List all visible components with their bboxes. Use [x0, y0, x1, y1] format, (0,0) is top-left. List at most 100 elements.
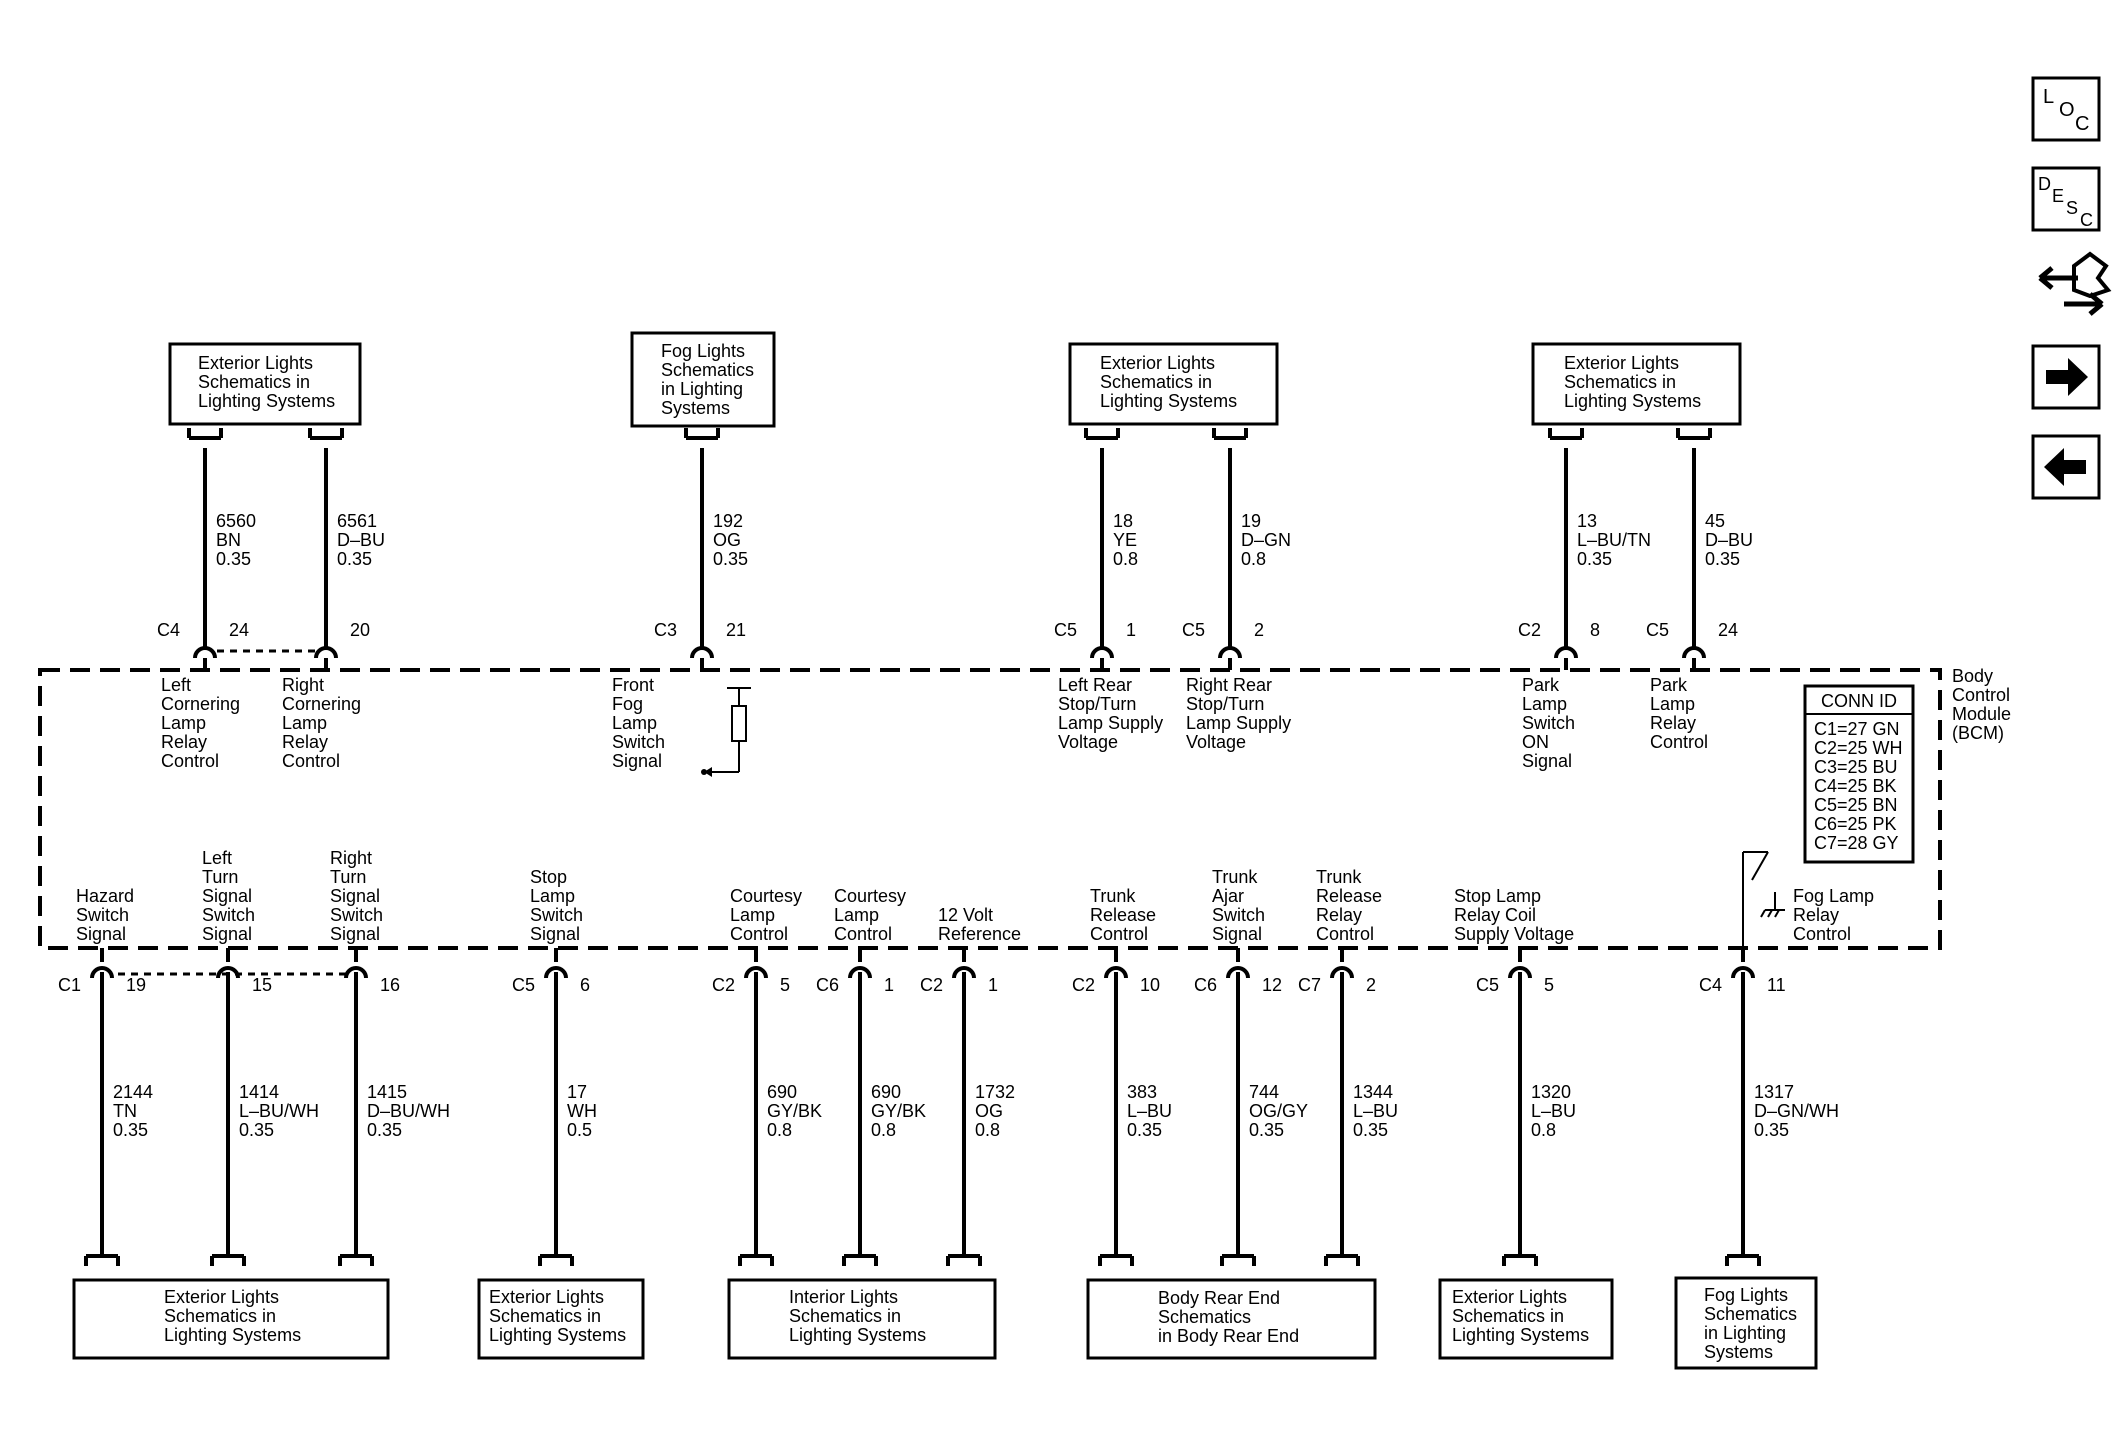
circuit-function: Left — [202, 848, 232, 868]
top-wire-circuit[interactable]: 6561D–BU0.3520RightCorneringLampRelayCon… — [282, 428, 385, 771]
connector-id: C2 — [712, 975, 735, 995]
pin-symbol — [1104, 966, 1128, 979]
circuit-function: Control — [730, 924, 788, 944]
wire-terminal — [1212, 428, 1248, 440]
box-text: Exterior Lights — [164, 1287, 279, 1307]
pin-number: 1 — [884, 975, 894, 995]
box-text: Systems — [661, 398, 730, 418]
connector-id: C5 — [512, 975, 535, 995]
previous-page-button[interactable] — [2031, 434, 2101, 500]
circuit-label: 0.35 — [113, 1120, 148, 1140]
circuit-function: Control — [834, 924, 892, 944]
bottom-wire-circuit[interactable]: 1415D–BU/WH0.3516RightTurnSignalSwitchSi… — [330, 848, 450, 1266]
wire-terminal — [187, 428, 223, 440]
next-page-button[interactable] — [2031, 344, 2101, 410]
circuit-label: 0.8 — [1241, 549, 1266, 569]
arrow-left-icon — [2044, 448, 2086, 486]
connector-id: C5 — [1476, 975, 1499, 995]
wire-terminal — [1502, 1254, 1538, 1266]
pin-symbol — [344, 966, 368, 979]
circuit-function: Lamp Supply — [1058, 713, 1163, 733]
bottom-box-exterior-lights-3[interactable]: Exterior Lights Schematics in Lighting S… — [1438, 1278, 1614, 1360]
circuit-label: D–GN/WH — [1754, 1101, 1839, 1121]
bottom-box-interior-lights[interactable]: Interior Lights Schematics in Lighting S… — [727, 1278, 997, 1360]
circuit-label: 0.35 — [1249, 1120, 1284, 1140]
pin-symbol — [1218, 646, 1242, 659]
bcm-label: Body Control Module (BCM) — [1952, 666, 2011, 743]
connector-id: C5 — [1646, 620, 1669, 640]
pin-number: 2 — [1254, 620, 1264, 640]
loc-button[interactable]: L O C — [2031, 76, 2101, 142]
box-text: Lighting Systems — [164, 1325, 301, 1345]
top-box-exterior-lights-1[interactable]: Exterior Lights Schematics in Lighting S… — [168, 342, 362, 426]
bottom-wire-circuit[interactable]: 1414L–BU/WH0.3515LeftTurnSignalSwitchSig… — [202, 848, 319, 1266]
top-box-fog-lights[interactable]: Fog Lights Schematics in Lighting System… — [630, 331, 776, 428]
wire-terminal — [1324, 1254, 1360, 1266]
conn-id-row: C6=25 PK — [1814, 814, 1897, 834]
circuit-function: Stop/Turn — [1186, 694, 1264, 714]
bottom-box-exterior-lights-2[interactable]: Exterior Lights Schematics in Lighting S… — [477, 1278, 645, 1360]
box-text: Schematics in — [789, 1306, 901, 1326]
connector-id: C1 — [58, 975, 81, 995]
connector-view-icon[interactable] — [2038, 251, 2112, 316]
circuit-function: Switch — [76, 905, 129, 925]
pin-symbol — [193, 646, 217, 659]
wire-terminal — [946, 1254, 982, 1266]
bottom-box-exterior-lights-1[interactable]: Exterior Lights Schematics in Lighting S… — [72, 1278, 390, 1360]
circuit-label: L–BU — [1127, 1101, 1172, 1121]
bottom-box-body-rear-end[interactable]: Body Rear End Schematics in Body Rear En… — [1086, 1278, 1377, 1360]
box-text: Schematics — [661, 360, 754, 380]
circuit-label: 45 — [1705, 511, 1725, 531]
desc-letter: D — [2038, 174, 2051, 194]
pin-symbol — [1508, 966, 1532, 979]
circuit-label: 690 — [767, 1082, 797, 1102]
top-box-exterior-lights-2[interactable]: Exterior Lights Schematics in Lighting S… — [1068, 342, 1279, 426]
pin-symbol — [90, 966, 114, 979]
conn-id-row: C1=27 GN — [1814, 719, 1900, 739]
conn-id-row: C3=25 BU — [1814, 757, 1898, 777]
circuit-label: 1320 — [1531, 1082, 1571, 1102]
box-text: in Lighting — [661, 379, 743, 399]
circuit-function: Signal — [1212, 924, 1262, 944]
pin-number: 19 — [126, 975, 146, 995]
circuit-function: Signal — [76, 924, 126, 944]
circuit-label: 13 — [1577, 511, 1597, 531]
top-box-exterior-lights-3[interactable]: Exterior Lights Schematics in Lighting S… — [1531, 342, 1742, 426]
conn-id-row: C2=25 WH — [1814, 738, 1903, 758]
circuit-function: Lamp — [161, 713, 206, 733]
pin-symbol — [216, 966, 240, 979]
pin-number: 12 — [1262, 975, 1282, 995]
pin-symbol — [848, 966, 872, 979]
desc-button[interactable]: D E S C — [2031, 166, 2101, 232]
circuit-function: Trunk — [1090, 886, 1136, 906]
circuit-label: YE — [1113, 530, 1137, 550]
bottom-box-fog-lights[interactable]: Fog Lights Schematics in Lighting System… — [1674, 1276, 1818, 1370]
bcm-label-line: Body — [1952, 666, 1993, 686]
fog-relay-switch — [1742, 851, 1785, 948]
circuit-label: 0.35 — [1353, 1120, 1388, 1140]
pin-number: 8 — [1590, 620, 1600, 640]
pin-symbol — [1731, 966, 1755, 979]
pin-number: 24 — [1718, 620, 1738, 640]
pin-number: 10 — [1140, 975, 1160, 995]
circuit-function: Control — [1793, 924, 1851, 944]
pin-symbol — [744, 966, 768, 979]
circuit-label: 0.35 — [337, 549, 372, 569]
